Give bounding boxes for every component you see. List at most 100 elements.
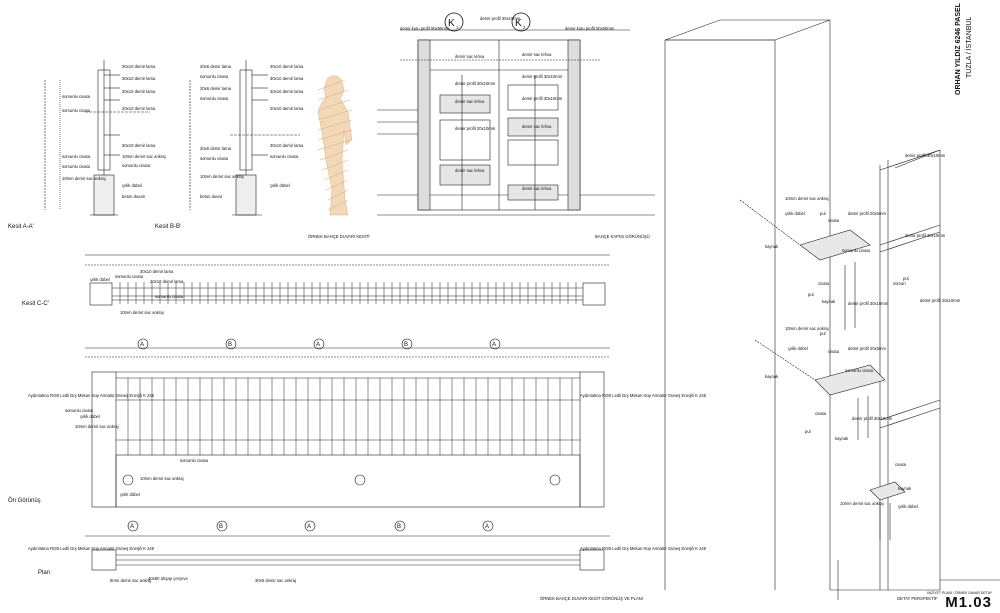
svg-text:10mm demir sac ankraj: 10mm demir sac ankraj bbox=[75, 424, 119, 429]
svg-text:somunlu civata: somunlu civata bbox=[180, 458, 209, 463]
gate-elevation-drawing bbox=[377, 29, 655, 216]
plan-marker-letters: A B A B A bbox=[130, 524, 489, 530]
svg-text:somunlu civata: somunlu civata bbox=[62, 164, 91, 169]
svg-text:demir profil 30x10mm: demir profil 30x10mm bbox=[848, 301, 889, 306]
svg-text:20x6 demir lama: 20x6 demir lama bbox=[200, 86, 232, 91]
svg-text:somunlu civata: somunlu civata bbox=[842, 248, 871, 253]
sheet-subtitle: VAZİYET PLANI / ÖRNEK DAVAR DETAY bbox=[926, 591, 992, 595]
caption-04: DETAY PERSPEKTİF bbox=[897, 596, 938, 601]
svg-text:pul: pul bbox=[820, 331, 826, 336]
svg-text:civata: civata bbox=[828, 349, 840, 354]
svg-text:30x10 demir lama: 30x10 demir lama bbox=[122, 143, 156, 148]
svg-text:demir profil 30x10mm: demir profil 30x10mm bbox=[455, 81, 496, 86]
svg-text:30x6 demir sac ankraj: 30x6 demir sac ankraj bbox=[255, 578, 296, 583]
svg-text:B: B bbox=[219, 524, 223, 530]
svg-text:B: B bbox=[404, 342, 408, 348]
svg-text:somunlu civata: somunlu civata bbox=[845, 368, 874, 373]
gate-top-labels: demir kutu profil 50x50mm demir profil 3… bbox=[400, 16, 615, 31]
svg-text:30x10 demir lama: 30x10 demir lama bbox=[270, 89, 304, 94]
svg-text:30x10 demir lama: 30x10 demir lama bbox=[122, 64, 156, 69]
caption-02: BAHÇE KAPISI GÖRÜNÜŞÜ bbox=[595, 234, 650, 239]
svg-text:demir profil 30x10mm: demir profil 30x10mm bbox=[522, 74, 563, 79]
k1-label: K bbox=[448, 18, 455, 29]
svg-text:30x10 demir lama: 30x10 demir lama bbox=[122, 89, 156, 94]
svg-text:6mm demir sac ankraj: 6mm demir sac ankraj bbox=[110, 578, 151, 583]
svg-text:somunlu civata: somunlu civata bbox=[155, 294, 184, 299]
svg-text:Aydınlatma RGB Ledli Dış Mekan: Aydınlatma RGB Ledli Dış Mekan Küp Armat… bbox=[28, 393, 155, 398]
svg-text:2: 2 bbox=[523, 25, 526, 30]
svg-text:20x6 demir lama: 20x6 demir lama bbox=[200, 146, 232, 151]
svg-text:10mm demir sac ankraj: 10mm demir sac ankraj bbox=[840, 501, 884, 506]
svg-text:20x10 demir lama: 20x10 demir lama bbox=[122, 106, 156, 111]
svg-text:çelik dübel: çelik dübel bbox=[90, 277, 110, 282]
svg-text:demir profil 20x10mm: demir profil 20x10mm bbox=[455, 126, 496, 131]
plan-left-label: Aydınlatma RGB Ledli Dış Mekan Küp Armat… bbox=[28, 546, 155, 551]
plan-markers bbox=[127, 520, 494, 532]
sheet-code: M1.03 bbox=[945, 594, 992, 611]
svg-text:beton duvarı: beton duvarı bbox=[122, 194, 145, 199]
svg-text:kaynak: kaynak bbox=[898, 486, 912, 491]
svg-text:10mm demir sac ankraj: 10mm demir sac ankraj bbox=[785, 326, 829, 331]
svg-text:somunlu civata: somunlu civata bbox=[270, 154, 299, 159]
plan-bottom-labels: 6mm demir sac ankraj 40x80 ahşap çerçeve… bbox=[110, 576, 296, 583]
plan-title: Plan bbox=[38, 570, 50, 576]
caption-01: ÖRNEK BAHÇE DUVARI KESİTİ bbox=[308, 234, 370, 239]
svg-text:somun: somun bbox=[893, 281, 906, 286]
front-marker-letters: A B A B A bbox=[140, 342, 496, 348]
svg-text:kaynak: kaynak bbox=[765, 374, 779, 379]
svg-text:somunlu civata: somunlu civata bbox=[115, 274, 144, 279]
svg-text:beton duvar: beton duvar bbox=[200, 194, 223, 199]
svg-text:demir kutu profil 50x50mm: demir kutu profil 50x50mm bbox=[565, 26, 615, 31]
human-scale-figure bbox=[317, 75, 353, 216]
svg-text:demir profil 30x10mm: demir profil 30x10mm bbox=[522, 96, 563, 101]
section-a-title: Kesit A-A' bbox=[8, 224, 34, 230]
svg-text:somunlu civata: somunlu civata bbox=[62, 108, 91, 113]
svg-text:somunlu civata: somunlu civata bbox=[200, 96, 229, 101]
svg-text:A: A bbox=[307, 524, 311, 530]
project-name: ORHAN YILDIZ 6246 PASEL bbox=[955, 3, 962, 95]
front-left-labels: Aydınlatma RGB Ledli Dış Mekan Küp Armat… bbox=[28, 393, 155, 429]
svg-text:çelik dübel: çelik dübel bbox=[785, 211, 805, 216]
svg-text:pul: pul bbox=[805, 429, 811, 434]
svg-text:A: A bbox=[130, 524, 134, 530]
svg-text:somunlu civata: somunlu civata bbox=[62, 154, 91, 159]
svg-text:demir sac lehva: demir sac lehva bbox=[522, 52, 552, 57]
svg-text:demir profil 30x10mm: demir profil 30x10mm bbox=[905, 153, 946, 158]
svg-text:somunlu civata: somunlu civata bbox=[200, 74, 229, 79]
svg-text:kaynak: kaynak bbox=[765, 244, 779, 249]
svg-text:somunlu civata: somunlu civata bbox=[122, 163, 151, 168]
svg-text:çelik dübel: çelik dübel bbox=[122, 183, 142, 188]
svg-text:A: A bbox=[492, 342, 496, 348]
svg-text:1: 1 bbox=[456, 25, 459, 30]
svg-text:demir sac lehva: demir sac lehva bbox=[455, 168, 485, 173]
section-c-title: Kesit C-C' bbox=[22, 301, 49, 307]
svg-text:demir sac lehva: demir sac lehva bbox=[522, 124, 552, 129]
section-c-drawing bbox=[85, 254, 610, 306]
plan-right-label: Aydınlatma RGB Ledli Dış Mekan Küp Armat… bbox=[580, 546, 707, 551]
svg-text:demir profil 20x6mm: demir profil 20x6mm bbox=[848, 346, 886, 351]
section-b-right-labels: 30x10 demir lama 30x10 demir lama 30x10 … bbox=[270, 64, 304, 188]
svg-text:20x6 demir lama: 20x6 demir lama bbox=[200, 64, 232, 69]
front-right-label: Aydınlatma RGB Ledli Dış Mekan Küp Armat… bbox=[580, 393, 707, 398]
svg-text:10mm demir sac ankraj: 10mm demir sac ankraj bbox=[140, 476, 184, 481]
svg-text:demir profil 20x10mm: demir profil 20x10mm bbox=[920, 298, 961, 303]
svg-text:çelik dübel: çelik dübel bbox=[80, 414, 100, 419]
svg-text:somunlu civata: somunlu civata bbox=[65, 408, 94, 413]
svg-text:demir profil 20x6mm: demir profil 20x6mm bbox=[848, 211, 886, 216]
svg-text:çelik dübel: çelik dübel bbox=[270, 183, 290, 188]
svg-text:çelik dübel: çelik dübel bbox=[120, 492, 140, 497]
perspective-labels: demir profil 30x10mm 10mm demir sac ankr… bbox=[765, 153, 961, 509]
svg-text:demir profil 30x10mm: demir profil 30x10mm bbox=[852, 416, 893, 421]
k2-label: K bbox=[515, 18, 522, 29]
svg-text:30x10 demir lama: 30x10 demir lama bbox=[122, 76, 156, 81]
svg-text:30x10 demir lama: 30x10 demir lama bbox=[270, 76, 304, 81]
k2-circle bbox=[511, 12, 531, 32]
svg-text:A: A bbox=[140, 342, 144, 348]
svg-text:kaynak: kaynak bbox=[822, 299, 836, 304]
svg-text:A: A bbox=[316, 342, 320, 348]
plan-drawing bbox=[85, 535, 610, 571]
svg-text:çelik dübel: çelik dübel bbox=[788, 346, 808, 351]
svg-text:çelik dübel: çelik dübel bbox=[898, 504, 918, 509]
front-elevation-title: Ön Görünüş bbox=[8, 497, 41, 504]
